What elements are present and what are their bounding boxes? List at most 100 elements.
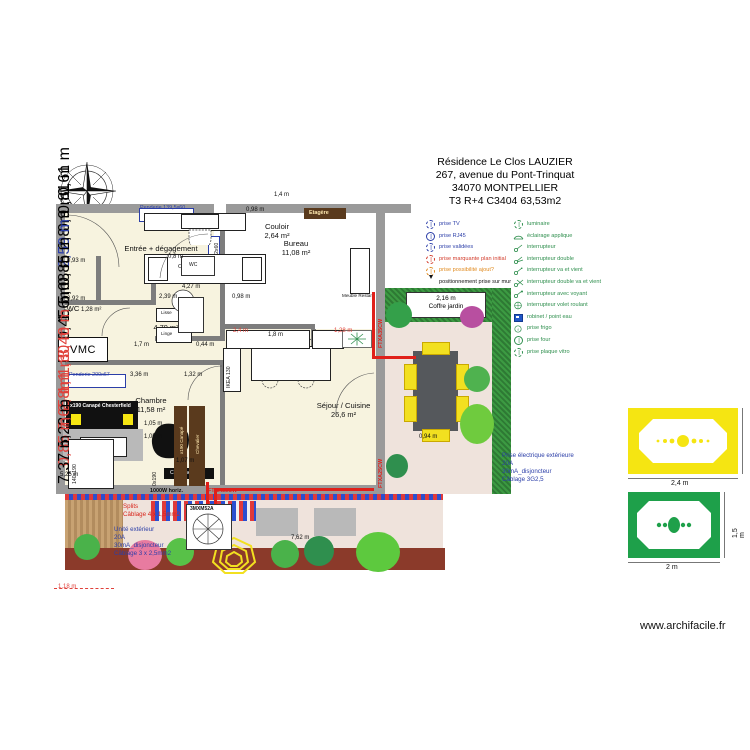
dim-093: 0,93 m <box>67 258 86 264</box>
furniture-desk-inner <box>181 214 219 229</box>
green-rug-diagram: 2 m 1,5 m <box>628 492 746 571</box>
dim-092: 0,92 m <box>67 296 86 302</box>
terrace-border-strip <box>65 494 443 500</box>
room-name: Séjour / Cuisine <box>316 401 371 410</box>
door-arc-sdb <box>159 233 209 279</box>
room-area: 11,08 m² <box>281 248 311 257</box>
furniture-label: Penderie 139,5x60 <box>140 205 186 211</box>
legend-item: éclairage applique <box>512 231 612 243</box>
dim-132: 1,32 m <box>184 372 203 378</box>
furniture-bed-dim-2: 0x190 <box>152 471 158 486</box>
outdoor-unit-fan-icon <box>192 513 224 545</box>
title-line-3: 34070 MONTPELLIER <box>451 182 559 194</box>
partition-sejour-left <box>220 365 225 485</box>
dim-762: 7,62 m <box>291 535 310 541</box>
green-rug-width-tick <box>628 562 720 563</box>
dim-525: 5,25 m <box>60 472 79 478</box>
furniture-label: IKEA 130 <box>226 366 232 388</box>
yellow-rug-diagram: 2,4 m 1,5 m <box>628 408 743 487</box>
green-rug-width-label: 2 m <box>666 564 678 571</box>
terrace-chair-1 <box>256 508 298 536</box>
furniture-dining-table <box>251 346 331 381</box>
balcony-chair-left-1 <box>404 364 417 390</box>
legend-item: interrupteur va et vient <box>512 265 612 277</box>
split-model-label-1: FTXA35CW <box>378 318 384 348</box>
canape-cushion-left <box>71 414 81 425</box>
legend-column-lighting: luminaire éclairage applique interrupteu… <box>512 219 612 358</box>
dim-107: 1,07 m <box>176 458 195 464</box>
dim-118-line <box>54 588 114 589</box>
legend-item: interrupteur volet roulant <box>512 300 612 312</box>
furniture-wardrobe-2 <box>189 406 205 486</box>
furniture-hob-icon <box>342 330 372 348</box>
furniture-label: x190 Canapé Chesterfield <box>70 403 131 409</box>
balcony-bush-1 <box>386 302 412 328</box>
footer-url: www.archifacile.fr <box>640 620 726 632</box>
legend-label: interrupteur avec voyant <box>527 290 588 297</box>
legend-label: interrupteur volet roulant <box>527 302 588 309</box>
balcony-chair-bottom <box>422 429 450 442</box>
legend-label: prise possibilité ajout? <box>439 267 495 274</box>
legend-item: luminaire <box>512 219 612 231</box>
dim-044: 0,44 m <box>196 342 215 348</box>
luminaire-icon <box>512 220 525 230</box>
furniture-label: Lisse <box>161 310 172 315</box>
furniture-shower <box>178 297 204 333</box>
balcony-table <box>413 351 458 431</box>
partition-wc-side <box>96 256 101 305</box>
wc-label: WC <box>189 262 198 268</box>
socket-oven-icon <box>512 336 525 346</box>
garden-palm <box>356 532 400 572</box>
furniture-label: Linge <box>161 331 173 336</box>
room-name: Bureau <box>283 239 309 248</box>
room-label-sejour: Séjour / Cuisine 26,6 m² <box>296 401 391 419</box>
yellow-rug-height-tick <box>742 408 743 474</box>
balcony-bush-4 <box>386 454 408 478</box>
garden-bush-5 <box>304 536 334 566</box>
dim-427: 4,27 m <box>182 284 201 290</box>
furniture-bed <box>68 439 114 489</box>
electrical-line-vertical-3 <box>206 482 209 510</box>
furniture-label: Meuble Restant <box>342 293 375 298</box>
socket-fridge-icon: f <box>512 324 525 334</box>
balcony-hedge-right <box>492 288 511 494</box>
room-label-bureau: Bureau 11,08 m² <box>256 239 336 257</box>
legend-label: interrupteur double <box>527 255 574 262</box>
yellow-rug-width-label: 2,4 m <box>671 480 689 487</box>
dim-094: 0,94 m <box>419 434 438 440</box>
title-line-2: 267, avenue du Pont-Trinquat <box>435 169 575 181</box>
balcony-bush-2 <box>460 306 484 328</box>
balcony-palm <box>460 404 494 444</box>
legend-label: éclairage applique <box>527 232 573 239</box>
dim-239: 2,39 m <box>159 294 178 300</box>
switch-shutter-icon <box>512 301 525 311</box>
switch-double-two-way-icon <box>512 278 525 288</box>
floor-plan: Couloir 2,64 m² Entrée + dégagement 5,65… <box>54 147 511 606</box>
furniture-kitchen-counter <box>226 330 310 349</box>
legend-item: interrupteur <box>512 242 612 254</box>
yellow-rug-width-tick <box>628 478 738 479</box>
legend-label: luminaire <box>527 221 550 227</box>
furniture-etagere <box>304 208 346 219</box>
room-name: Entrée + dégagement <box>124 244 198 253</box>
green-rug-pattern <box>637 501 711 549</box>
canape-cushion-right <box>123 414 133 425</box>
balcony-chair-top <box>422 342 450 355</box>
title-line-1: Résidence Le Clos LAUZIER <box>437 156 573 168</box>
electrical-line-horizontal <box>372 356 416 359</box>
legend-item: prise validées <box>424 242 516 254</box>
split-model-label-3: FTXA35CW <box>208 488 238 494</box>
green-rug-height-label: 1,5 m <box>732 528 746 538</box>
dim-105a: 1,05 m <box>144 421 163 427</box>
terrace-chair-2 <box>314 508 356 536</box>
compass-rose-icon <box>56 160 118 222</box>
furniture-penderie-chambre <box>68 374 126 388</box>
door-arc-balcony <box>335 372 375 416</box>
dim-140: 1,4 m <box>274 192 290 198</box>
room-name: Chambre <box>135 396 167 405</box>
dim-336: 3,36 m <box>130 372 149 378</box>
room-area: 2,64 m² <box>264 231 290 240</box>
heater-label: 1000W horiz. <box>150 488 183 494</box>
legend-label: prise TV <box>439 221 460 227</box>
clic-clac-arm-left <box>148 257 168 281</box>
